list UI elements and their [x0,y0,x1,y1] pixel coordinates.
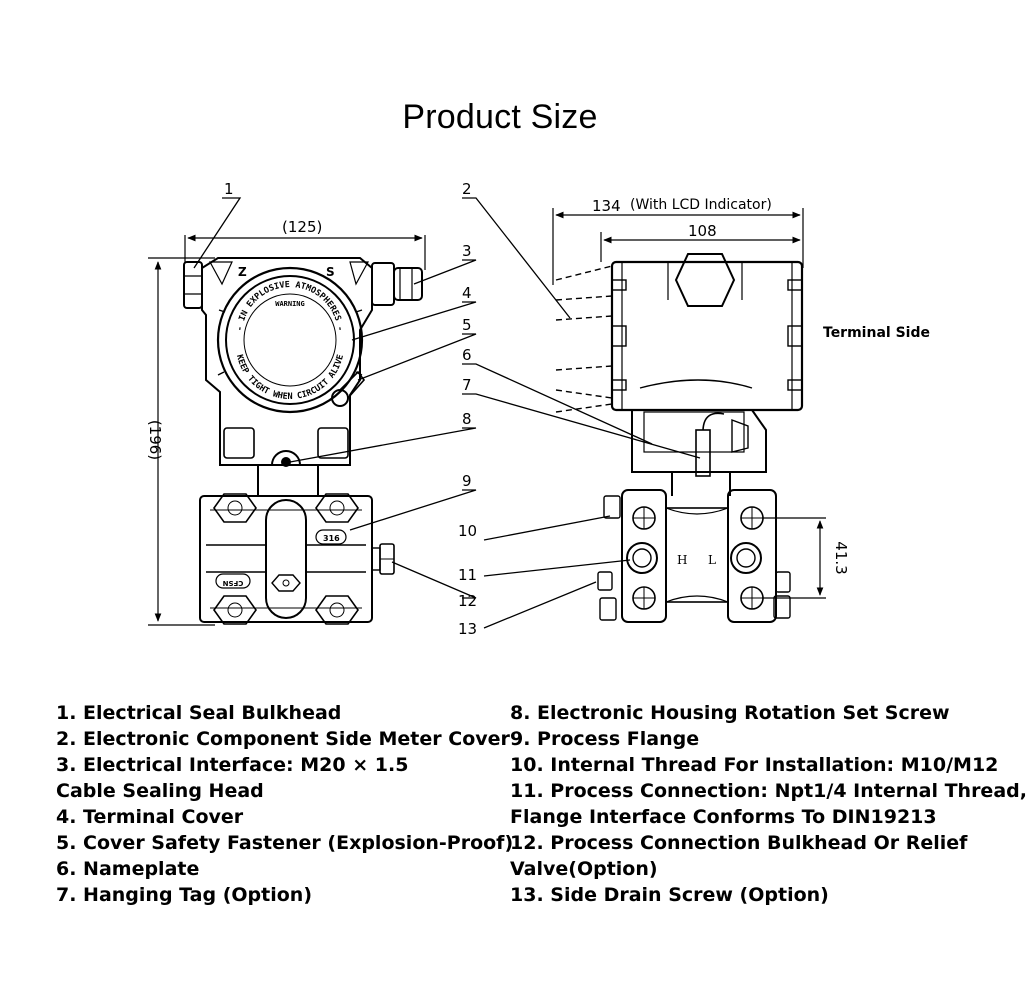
callout-11: 11 [458,566,477,584]
flange-mark-cfsn: CFSN [222,579,243,587]
svg-text:KEEP TIGHT WHEN CIRCUIT ALIVE: KEEP TIGHT WHEN CIRCUIT ALIVE [234,354,346,402]
leader-lines [193,197,701,629]
legend-item: 1. Electrical Seal Bulkhead [56,702,342,724]
callout-3: 3 [462,242,472,260]
housing-mark-z: Z [238,265,247,279]
callout-6: 6 [462,346,472,364]
legend-item: 13. Side Drain Screw (Option) [510,884,829,906]
callout-7: 7 [462,376,472,394]
callout-2: 2 [462,180,472,198]
callout-10: 10 [458,522,477,540]
callout-1: 1 [224,180,234,198]
legend-item: 7. Hanging Tag (Option) [56,884,312,906]
dimension-housing-width: 108 [688,222,717,240]
legend-item: 2. Electronic Component Side Meter Cover [56,728,510,750]
legend-item: Cable Sealing Head [56,780,264,802]
legend-item: 6. Nameplate [56,858,200,880]
front-view [148,234,426,626]
housing-mark-s: S [326,265,335,279]
legend-item: 10. Internal Thread For Installation: M1… [510,754,999,776]
dimension-height-front: (196) [146,420,164,460]
legend-left: 1. Electrical Seal Bulkhead 2. Electroni… [56,700,514,908]
legend-item: 3. Electrical Interface: M20 × 1.5 [56,754,409,776]
legend-item: 4. Terminal Cover [56,806,244,828]
legend-item: Valve(Option) [510,858,658,880]
legend-right: 8. Electronic Housing Rotation Set Screw… [510,700,1027,908]
callout-13: 13 [458,620,477,638]
dimension-width-side: 134 [592,197,621,215]
callout-4: 4 [462,284,472,302]
legend-item: 9. Process Flange [510,728,700,750]
terminal-side-label: Terminal Side [823,325,930,341]
dimension-flange-spacing: 41.3 [832,541,850,574]
callout-8: 8 [462,410,472,428]
dimension-width-side-note: (With LCD Indicator) [630,197,772,213]
callout-9: 9 [462,472,472,490]
legend-item: 11. Process Connection: Npt1/4 Internal … [510,780,1027,802]
legend-item: Flange Interface Conforms To DIN19213 [510,806,937,828]
legend-item: 8. Electronic Housing Rotation Set Screw [510,702,950,724]
callout-12: 12 [458,592,477,610]
flange-mark-316: 316 [323,534,340,543]
port-mark-h: H [677,553,687,567]
svg-text:WARNING: WARNING [275,300,305,308]
legend-item: 5. Cover Safety Fastener (Explosion-Proo… [56,832,514,854]
page-title: Product Size [402,98,598,136]
transmitter-dimension-drawing: - IN EXPLOSIVE ATMOSPHERES - KEEP TIGHT … [146,180,930,638]
side-view [552,208,826,623]
callout-5: 5 [462,316,472,334]
legend-item: 12. Process Connection Bulkhead Or Relie… [510,832,968,854]
dimension-width-front: (125) [282,218,322,236]
cover-text: - IN EXPLOSIVE ATMOSPHERES - KEEP TIGHT … [234,280,346,402]
port-mark-l: L [708,553,716,567]
